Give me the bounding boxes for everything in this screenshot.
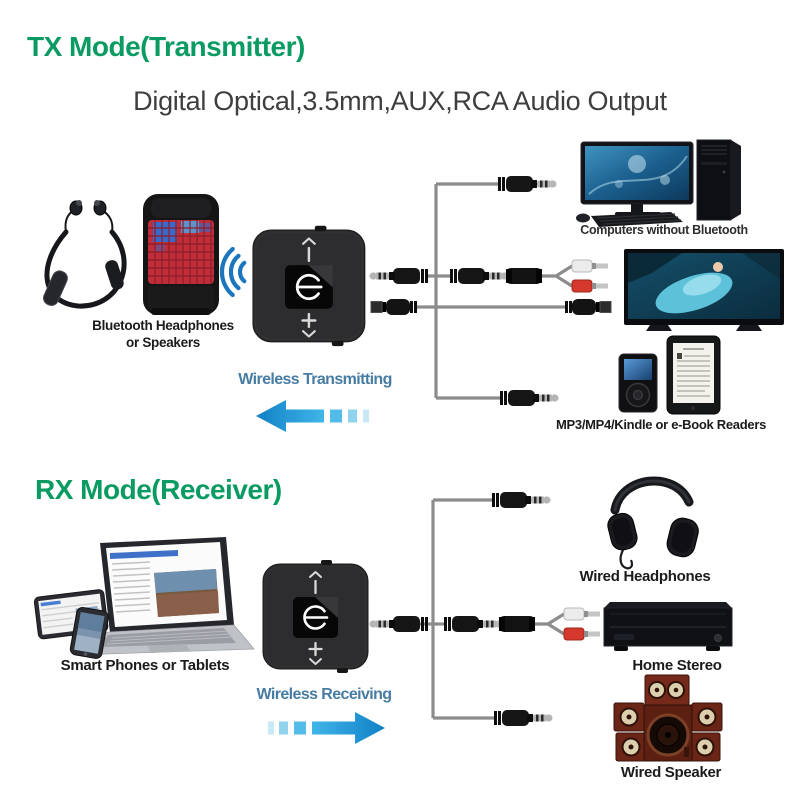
wired-headphones-label: Wired Headphones: [579, 568, 711, 585]
rx-cable-tree: [418, 498, 565, 720]
ereader-icon: [666, 335, 721, 415]
tx-optical-plug-left-icon: [370, 298, 418, 316]
rx-aux-jack-device-icon: [369, 616, 428, 632]
tx-optical-plug-right-icon: [564, 298, 612, 316]
rx-rca-white-plug-icon: [563, 607, 601, 621]
tx-cable-tree: [417, 182, 573, 400]
bluetooth-devices-label-line2: or Speakers: [126, 334, 200, 350]
bluetooth-earphones-icon: [43, 200, 127, 309]
wired-speaker-label: Wired Speaker: [620, 764, 722, 781]
wireless-receiving-label: Wireless Receiving: [256, 686, 393, 703]
tx-heading: TX Mode(Transmitter): [27, 31, 305, 62]
tx-coupler-icon: [506, 268, 542, 284]
wired-headphones-icon: [607, 476, 699, 570]
rx-aux-jack-male-icon: [444, 616, 503, 632]
rx-rca-red-plug-icon: [563, 627, 601, 641]
rx-heading: RX Mode(Receiver): [35, 474, 282, 505]
transmit-arrow-icon: [256, 400, 369, 432]
wired-speaker-icon: [613, 674, 723, 762]
tx-aux-jack-male-icon: [450, 268, 509, 284]
bluetooth-speaker-icon: [143, 194, 219, 315]
mp3-player-icon: [618, 353, 658, 413]
bluetooth-signal-icon: [219, 246, 247, 298]
bluetooth-devices-label-line1: Bluetooth Headphones: [92, 318, 234, 333]
bluetooth-devices-label: Bluetooth Headphones or Speakers: [92, 318, 234, 352]
tx-aux-jack-bottom-icon: [500, 390, 559, 406]
laptop-tablet-phone-icon: [33, 537, 255, 659]
wireless-transmitting-label: Wireless Transmitting: [238, 371, 392, 388]
tv-icon: [624, 249, 784, 331]
tx-rca-red-plug-icon: [571, 279, 609, 293]
tx-rca-white-plug-icon: [571, 259, 609, 273]
tx-aux-jack-top-icon: [498, 176, 557, 192]
bluetooth-adapter-rx: [261, 558, 370, 675]
rx-aux-jack-top-icon: [492, 492, 551, 508]
tx-aux-jack-device-icon: [369, 268, 428, 284]
desktop-computer-icon: [576, 139, 741, 227]
players-label: MP3/MP4/Kindle or e-Book Readers: [555, 417, 767, 432]
computers-label: Computers without Bluetooth: [580, 223, 748, 237]
tx-subtitle: Digital Optical,3.5mm,AUX,RCA Audio Outp…: [133, 86, 667, 116]
receive-arrow-icon: [268, 712, 385, 744]
rx-coupler-icon: [499, 616, 535, 632]
smart-devices-label: Smart Phones or Tablets: [60, 657, 230, 674]
home-stereo-label: Home Stereo: [632, 657, 722, 674]
bluetooth-adapter-tx: [251, 224, 367, 348]
home-stereo-icon: [603, 602, 733, 651]
rx-aux-jack-bottom-icon: [494, 710, 553, 726]
